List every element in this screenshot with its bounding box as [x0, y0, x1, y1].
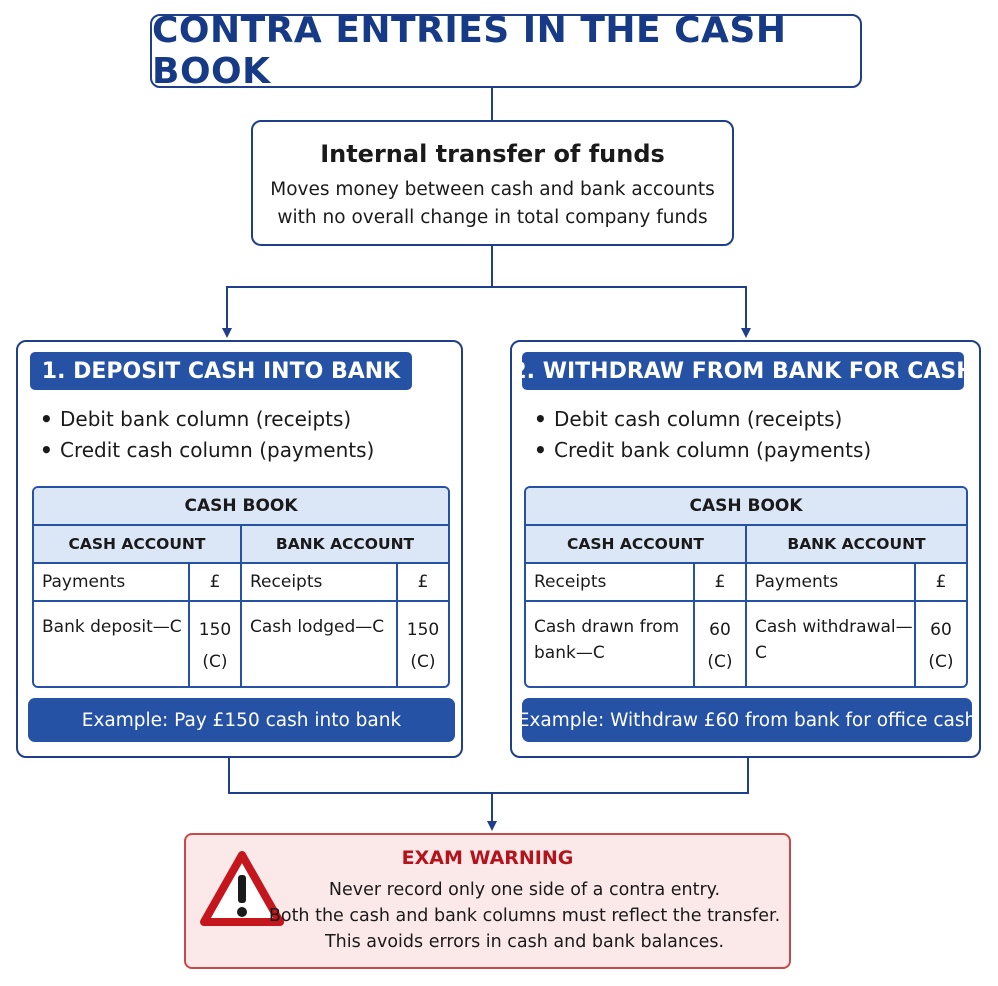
entry-description: Cash withdrawal—C: [755, 617, 913, 663]
deposit-example-banner: Example: Pay £150 cash into bank: [28, 698, 455, 742]
bullet-item: •Debit cash column (receipts): [534, 407, 843, 431]
column-header-payments: Payments: [755, 572, 839, 592]
title-box: CONTRA ENTRIES IN THE CASH BOOK: [150, 10, 862, 92]
cash-account-side: Payments £ Bank deposit—C 150 (C): [34, 564, 242, 686]
bank-account-side: Payments £ Cash withdrawal—C 60 (C): [747, 564, 966, 686]
table-row: Cash withdrawal—C 60 (C): [747, 602, 966, 686]
withdraw-cash-book-table: CASH BOOK CASH ACCOUNT BANK ACCOUNT Rece…: [524, 486, 968, 688]
connector-intro-to-left-panel: [222, 246, 493, 338]
column-header-receipts: Receipts: [250, 572, 323, 592]
entry-description: Bank deposit—C: [42, 617, 182, 637]
intro-heading: Internal transfer of funds: [320, 140, 665, 168]
intro-box: Internal transfer of funds Moves money b…: [251, 120, 734, 246]
currency-header: £: [188, 564, 240, 600]
withdraw-panel-heading: 2. WITHDRAW FROM BANK FOR CASH: [511, 352, 975, 390]
intro-line: Moves money between cash and bank accoun…: [270, 179, 715, 200]
table-row: Cash lodged—C 150 (C): [242, 602, 448, 686]
connector-panels-join: [228, 758, 749, 794]
contra-marker: (C): [410, 652, 436, 672]
warning-line: Never record only one side of a contra e…: [328, 880, 721, 900]
cash-account-header: CASH ACCOUNT: [526, 526, 747, 562]
intro-description: Moves money between cash and bank accoun…: [253, 176, 732, 232]
entry-amount: 150 (C): [188, 602, 240, 686]
bank-account-side: Receipts £ Cash lodged—C 150 (C): [242, 564, 448, 686]
cash-book-title: CASH BOOK: [526, 488, 966, 526]
page-title: CONTRA ENTRIES IN THE CASH BOOK: [152, 10, 787, 92]
account-headers: CASH ACCOUNT BANK ACCOUNT: [526, 526, 966, 564]
withdraw-panel: 2. WITHDRAW FROM BANK FOR CASH •Debit ca…: [510, 340, 981, 758]
account-headers: CASH ACCOUNT BANK ACCOUNT: [34, 526, 448, 564]
deposit-cash-book-table: CASH BOOK CASH ACCOUNT BANK ACCOUNT Paym…: [32, 486, 450, 688]
withdraw-example-banner: Example: Withdraw £60 from bank for offi…: [518, 698, 976, 742]
exam-warning-box: EXAM WARNING Never record only one side …: [184, 833, 791, 969]
column-header-payments: Payments: [42, 572, 126, 592]
column-header-receipts: Receipts: [534, 572, 607, 592]
deposit-bullet-list: •Debit bank column (receipts) •Credit ca…: [40, 404, 374, 466]
deposit-panel-heading: 1. DEPOSIT CASH INTO BANK: [30, 352, 412, 390]
bullet-item: •Credit cash column (payments): [40, 438, 375, 462]
currency-header: £: [693, 564, 745, 600]
entry-amount: 150 (C): [396, 602, 448, 686]
currency-header: £: [914, 564, 966, 600]
entry-amount: 60 (C): [693, 602, 745, 686]
connector-intro-to-right-panel: [492, 286, 751, 338]
deposit-panel: 1. DEPOSIT CASH INTO BANK •Debit bank co…: [16, 340, 463, 758]
intro-line: with no overall change in total company …: [277, 207, 708, 228]
bullet-item: •Credit bank column (payments): [534, 438, 872, 462]
contra-marker: (C): [707, 652, 733, 672]
table-row: Bank deposit—C 150 (C): [34, 602, 240, 686]
cash-account-header: CASH ACCOUNT: [34, 526, 242, 562]
cash-book-title: CASH BOOK: [34, 488, 448, 526]
contra-marker: (C): [928, 652, 954, 672]
currency-header: £: [396, 564, 448, 600]
warning-triangle-icon: [200, 851, 284, 926]
contra-marker: (C): [202, 652, 228, 672]
warning-title: EXAM WARNING: [401, 847, 574, 869]
withdraw-bullet-list: •Debit cash column (receipts) •Credit ba…: [534, 404, 871, 466]
warning-line: Both the cash and bank columns must refl…: [268, 906, 781, 926]
bank-account-header: BANK ACCOUNT: [787, 535, 926, 553]
bullet-item: •Debit bank column (receipts): [40, 407, 352, 431]
warning-line: This avoids errors in cash and bank bala…: [324, 932, 725, 952]
entry-amount: 60 (C): [914, 602, 966, 686]
warning-text: Never record only one side of a contra e…: [266, 877, 783, 955]
entry-description: Cash lodged—C: [250, 617, 385, 637]
bank-account-header: BANK ACCOUNT: [275, 535, 415, 553]
